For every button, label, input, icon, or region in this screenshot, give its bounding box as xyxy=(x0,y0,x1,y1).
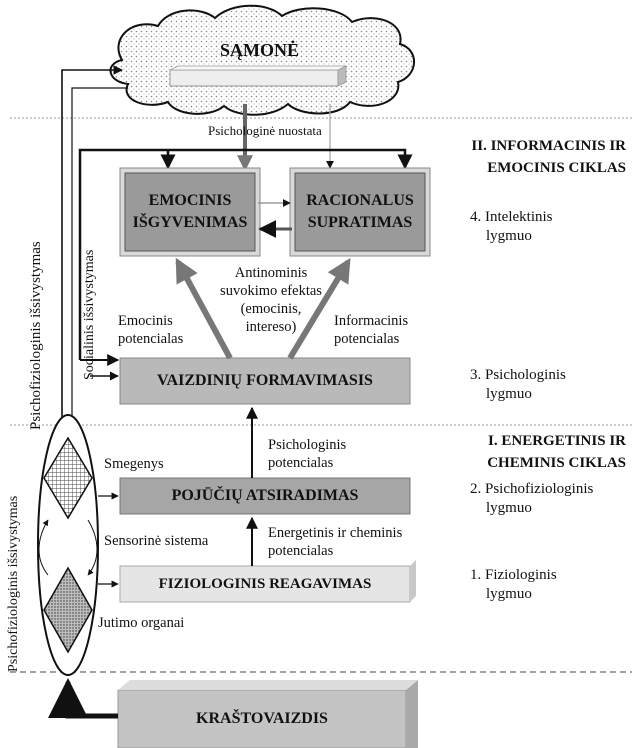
label-informacinis-potencialas-line2: potencialas xyxy=(334,331,400,347)
box-fiziologinis xyxy=(119,565,411,603)
cloud-title: SĄMONĖ xyxy=(220,40,300,60)
level-2-line2: lygmuo xyxy=(486,500,532,516)
side-psichofiziologinis-top: Psichofiziologinis išsivystymas xyxy=(28,241,44,430)
level-3: 3. Psichologinis lygmuo xyxy=(470,366,566,404)
label-antinominis-line3: (emocinis, xyxy=(240,301,302,317)
outer-feedback-line xyxy=(61,65,123,430)
level-1-line1: 1. Fiziologinis xyxy=(470,567,557,583)
box-fiziologinis-text: FIZIOLOGINIS REAGAVIMAS xyxy=(158,576,372,592)
box-emocinis-line1: EMOCINIS xyxy=(148,192,232,209)
level-1-line2: lygmuo xyxy=(486,586,532,602)
box-racionalus xyxy=(294,172,426,252)
cloud-bar xyxy=(169,69,339,87)
label-emocinis-potencialas-line1: Emocinis xyxy=(118,313,173,329)
level-3-line1: 3. Psichologinis xyxy=(470,367,566,383)
level-2-line1: 2. Psichofiziologinis xyxy=(470,481,594,497)
arrow-emocinis-potencialas xyxy=(175,257,233,360)
box-emocinis-text: EMOCINIS IŠGYVENIMAS xyxy=(125,173,255,251)
brain-diamond xyxy=(43,436,93,520)
side-psichofiziologinis-bottom: Psichofiziologinis išsivystymas xyxy=(6,495,21,672)
side-socialinis: Socialinis išsivystymas xyxy=(82,249,97,380)
level-3-line2: lygmuo xyxy=(486,386,532,402)
label-energetinis-potencialas-line1: Energetinis ir cheminis xyxy=(268,525,403,541)
box-pojuciu xyxy=(119,477,411,515)
label-antinominis-line1: Antinominis xyxy=(234,265,308,281)
level-4: 4. Intelektinis lygmuo xyxy=(470,208,553,246)
section-1-line1: I. ENERGETINIS IR xyxy=(488,433,626,449)
section-2-line1: II. INFORMACINIS IR xyxy=(471,138,626,154)
section-1-line2: CHEMINIS CIKLAS xyxy=(487,455,626,471)
box-krastovaizdis-text: KRAŠTOVAIZDIS xyxy=(196,710,328,727)
label-antinominis-line4: intereso) xyxy=(245,319,297,335)
label-sensorine: Sensorinė sistema xyxy=(104,533,209,549)
section-1-heading: I. ENERGETINIS IR CHEMINIS CIKLAS xyxy=(448,430,626,474)
label-emocinis-potencialas: Emocinis potencialas xyxy=(118,312,183,348)
arrow-informacinis-potencialas xyxy=(287,257,351,360)
box-krastovaizdis xyxy=(117,689,407,748)
organ-diamond xyxy=(43,566,93,654)
section-2-heading: II. INFORMACINIS IR EMOCINIS CIKLAS xyxy=(448,135,626,179)
label-smegenys: Smegenys xyxy=(104,456,164,472)
label-emocinis-potencialas-line2: potencialas xyxy=(118,331,184,347)
label-energetinis-potencialas-line2: potencialas xyxy=(268,543,334,559)
section-2-line2: EMOCINIS CIKLAS xyxy=(487,160,626,176)
box-racionalus-line2: SUPRATIMAS xyxy=(307,214,413,231)
ellipse-arrow-left xyxy=(38,519,49,576)
loop-feed-boxes xyxy=(78,148,413,360)
label-psichologinis-potencialas: Psichologinis potencialas xyxy=(268,436,346,472)
box-pojuciu-text: POJŪČIŲ ATSIRADIMAS xyxy=(171,487,359,504)
box-vaizdiniu-text: VAIZDINIŲ FORMAVIMASIS xyxy=(157,372,373,389)
label-psichologinis-potencialas-line1: Psichologinis xyxy=(268,437,347,453)
label-antinominis-line2: suvokimo efektas xyxy=(220,283,322,299)
box-racionalus-text: RACIONALUS SUPRATIMAS xyxy=(295,173,425,251)
label-energetinis-potencialas: Energetinis ir cheminis potencialas xyxy=(268,524,402,560)
label-informacinis-potencialas-line1: Informacinis xyxy=(334,313,409,329)
box-emocinis xyxy=(124,172,256,252)
level-1: 1. Fiziologinis lygmuo xyxy=(470,566,557,604)
cloud-shape xyxy=(109,4,415,116)
label-nuostata: Psichologinė nuostata xyxy=(208,123,322,138)
label-informacinis-potencialas: Informacinis potencialas xyxy=(334,312,408,348)
arrow-krastovaizdis xyxy=(48,678,118,719)
box-vaizdiniu xyxy=(119,357,411,405)
label-antinominis: Antinominis suvokimo efektas (emocinis, … xyxy=(216,264,326,336)
inner-feedback-line xyxy=(71,87,128,430)
label-jutimo: Jutimo organai xyxy=(98,615,185,631)
box-emocinis-line2: IŠGYVENIMAS xyxy=(132,214,248,231)
label-psichologinis-potencialas-line2: potencialas xyxy=(268,455,334,471)
level-2: 2. Psichofiziologinis lygmuo xyxy=(470,480,593,518)
level-4-line2: lygmuo xyxy=(486,228,532,244)
box-racionalus-line1: RACIONALUS xyxy=(306,192,414,209)
ellipse-arrow-right xyxy=(87,519,98,576)
level-4-line1: 4. Intelektinis xyxy=(470,209,553,225)
